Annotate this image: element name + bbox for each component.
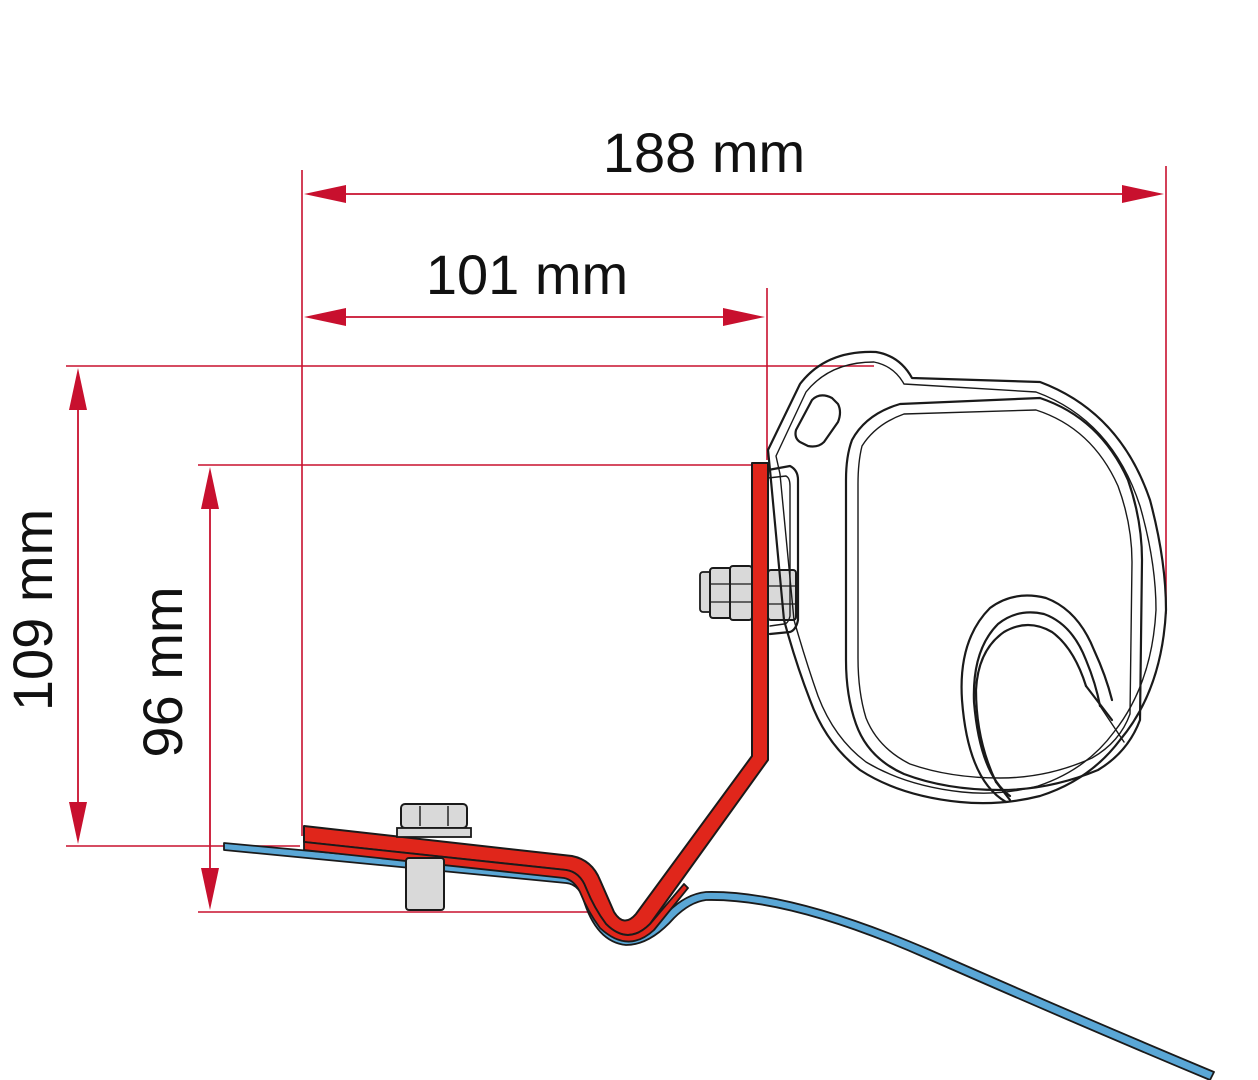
dimension-label-96: 96 mm (131, 586, 194, 757)
roof-bolt (396, 803, 472, 911)
cassette-slot (794, 394, 842, 448)
roller-tube-outer (960, 594, 1114, 804)
dimension-lines (66, 166, 1167, 913)
bolt-washer (396, 827, 472, 838)
dimension-label-188: 188 mm (603, 121, 805, 184)
arrowhead-96-top (201, 467, 219, 509)
cassette-housing-outer (766, 350, 1168, 805)
roller-core (974, 623, 1088, 784)
bolt-shank (405, 857, 445, 911)
cassette-rail (766, 464, 800, 636)
bolt-head (400, 803, 468, 829)
arrowhead-109-top (69, 368, 87, 410)
cassette-front-inner (857, 409, 1133, 779)
dimension-label-101: 101 mm (426, 243, 628, 306)
arrowhead-188-right (1122, 185, 1164, 203)
bracket-shim (303, 841, 689, 943)
arrowhead-96-bottom (201, 868, 219, 910)
adapter-bracket (303, 462, 769, 943)
arrowhead-101-left (304, 308, 346, 326)
cassette-rail-inner (767, 475, 791, 627)
roller-tube-inner (972, 611, 1102, 798)
arrowhead-109-bottom (69, 802, 87, 844)
arrowhead-188-left (304, 185, 346, 203)
cassette-front (844, 396, 1144, 792)
awning-cassette (766, 350, 1168, 805)
dimension-label-109: 109 mm (1, 509, 64, 711)
roof-panel (223, 842, 1215, 1080)
bracket-nut (699, 565, 797, 621)
vehicle-roof (223, 842, 1215, 1080)
arrowhead-101-right (723, 308, 765, 326)
nut-body-mid (729, 565, 753, 621)
cassette-housing-inner (775, 361, 1157, 794)
